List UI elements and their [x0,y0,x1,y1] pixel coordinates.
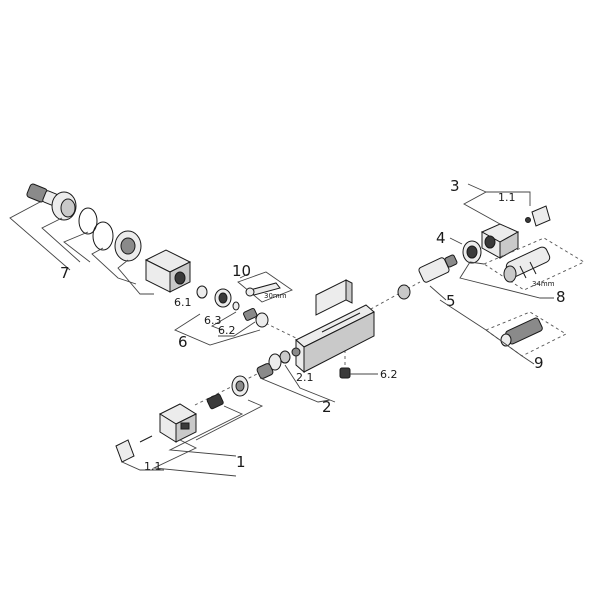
o-ring-2 [92,221,114,251]
leader-9 [439,299,535,365]
leader-1-c [152,439,237,477]
leader-2-1 [284,364,336,403]
o-ring-1 [78,207,98,235]
handle-knob-right [480,223,520,259]
label-4: 4 [436,229,446,247]
leader-2 [259,377,331,403]
label-10: 10 [232,262,251,280]
leader-4 [449,237,463,245]
nut [114,230,142,262]
torque-annotation: 30mm [264,292,287,300]
label-6-1: 6.1 [174,296,192,309]
label-6-2a: 6.2 [218,324,236,337]
handle-screw [139,435,153,443]
leader-6-c [218,321,256,337]
leader-5 [429,285,447,301]
axis-line-lower [194,369,266,406]
label-9: 9 [534,354,544,372]
label-8: 8 [556,288,566,306]
leader-7-d [91,247,137,285]
handle-cap [115,439,135,463]
leader-7-b [41,217,81,263]
wrench-tool: 30mm [237,271,293,303]
leader-1-a [195,399,264,441]
leader-7-e [117,259,154,295]
label-2-1: 2.1 [296,371,314,384]
part-6-1 [196,285,208,299]
label-1-1a: 1.1 [144,460,162,473]
part-6-2 [232,301,269,328]
valve-stem [397,254,458,300]
nipple-piece [51,191,77,221]
escutcheon-plate [144,249,192,293]
drain-plug [339,367,351,379]
ring-nut [462,240,482,264]
leader-7-a [9,201,71,271]
mixer-body [291,279,375,374]
valve-cartridge [500,317,543,347]
handle-knob [158,403,198,443]
part-6-3 [214,288,232,308]
clip-plate [525,205,551,227]
cartridge-size-annotation: 34mm [532,280,555,288]
label-6: 6 [178,333,188,351]
valve-cartridge-frame [485,311,567,357]
label-6-3: 6.3 [204,314,222,327]
leader-1-b [168,405,244,457]
leader-6-b [210,311,237,331]
thermostat-element [231,375,249,397]
leader-10 [239,273,249,279]
label-3: 3 [450,177,460,195]
label-1: 1 [236,453,246,471]
leader-1-1b [486,191,531,206]
thermo-cartridge: 34mm [503,246,555,288]
check-valve [256,350,291,379]
leader-1-1a [121,461,164,471]
leader-6 [174,313,261,346]
label-1-1b: 1.1 [498,191,516,204]
label-2: 2 [322,398,332,416]
label-6-2b: 6.2 [380,368,398,381]
spline-adapter [206,393,224,410]
leader-8 [459,261,554,299]
leader-3-a [463,183,501,225]
leader-7-c [63,231,91,263]
label-7: 7 [60,264,70,282]
label-5: 5 [446,292,456,310]
